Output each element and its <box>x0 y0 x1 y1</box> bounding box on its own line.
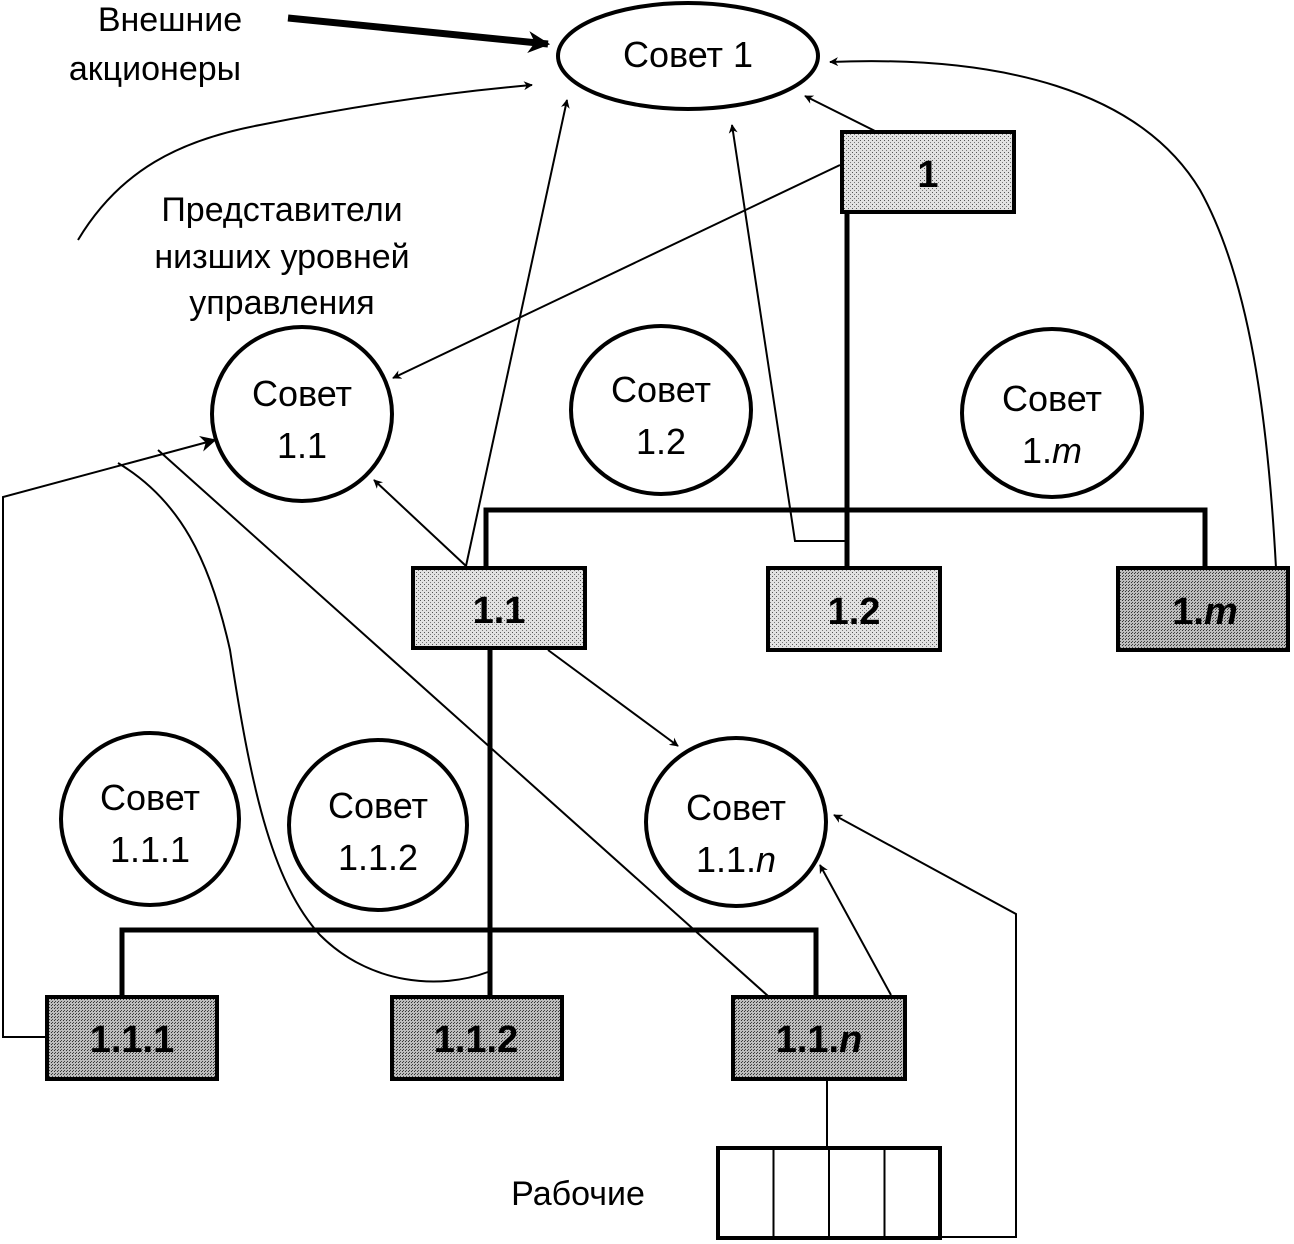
unit-1-1[interactable]: 1.1 <box>411 566 587 650</box>
label-line: Внешние <box>98 1 242 39</box>
line-u11n-to-council11 <box>157 449 769 997</box>
council-1-2[interactable]: Совет 1.2 <box>569 324 753 496</box>
council-number: 1.1.2 <box>338 837 418 878</box>
arrow-u11-to-council11 <box>373 479 467 567</box>
arrow-u1-to-council11 <box>392 164 841 379</box>
bus-level-1 <box>483 507 1208 569</box>
unit-1-1-1[interactable]: 1.1.1 <box>45 995 219 1081</box>
label-external-shareholders: Внешние акционеры <box>69 1 242 88</box>
label-line: акционеры <box>69 50 241 88</box>
label-lower-level-reps: Представители низших уровней управления <box>154 191 409 322</box>
unit-1-1-2[interactable]: 1.1.2 <box>390 995 564 1081</box>
unit-label: 1.2 <box>828 591 881 633</box>
council-number: 1.1.1 <box>110 829 190 870</box>
arrow-u11-to-council1 <box>465 99 570 567</box>
arrow-shareholders-to-council1 <box>287 14 551 53</box>
arrow-u1-to-council1 <box>804 95 876 132</box>
unit-label: 1.1.n <box>776 1019 863 1061</box>
council-label: Совет <box>328 785 428 826</box>
council-label: Совет <box>1002 378 1102 419</box>
label-line: Представители <box>161 191 402 229</box>
unit-label: 1.1.2 <box>434 1019 519 1061</box>
council-label: Совет <box>100 777 200 818</box>
arrow-u11-to-council11n <box>547 649 679 747</box>
unit-label: 1.1 <box>473 590 526 632</box>
council-label: Совет <box>252 373 352 414</box>
hierarchy-lines <box>119 212 1208 999</box>
unit-label: 1.m <box>1172 591 1238 633</box>
council-1[interactable]: Совет 1 <box>556 1 820 111</box>
unit-1[interactable]: 1 <box>840 130 1016 214</box>
council-1-1-1[interactable]: Совет 1.1.1 <box>59 731 241 907</box>
council-1-1[interactable]: Совет 1.1 <box>210 325 394 503</box>
label-line: низших уровней <box>154 238 409 276</box>
label-line: управления <box>189 284 374 322</box>
unit-1-m[interactable]: 1.m <box>1116 566 1290 652</box>
workers-box[interactable] <box>716 1146 942 1240</box>
arrow-u11n-to-council11n <box>819 864 892 996</box>
label-workers: Рабочие <box>511 1175 645 1213</box>
unit-1-2[interactable]: 1.2 <box>766 566 942 652</box>
council-1-m[interactable]: Совет 1.m <box>960 327 1144 499</box>
council-label: Совет 1 <box>623 34 753 75</box>
arrow-u12-to-council1 <box>728 124 847 542</box>
influence-arrows <box>2 14 1277 1238</box>
line-u112-to-council11 <box>117 462 489 983</box>
council-number: 1.2 <box>636 421 686 462</box>
unit-label: 1.1.1 <box>90 1019 175 1061</box>
unit-1-1-n[interactable]: 1.1.n <box>731 995 907 1081</box>
arrow-workers-to-council11n <box>833 814 1017 1238</box>
council-label: Совет <box>611 369 711 410</box>
council-1-1-2[interactable]: Совет 1.1.2 <box>287 738 469 912</box>
council-1-1-n[interactable]: Совет 1.1.n <box>644 736 828 908</box>
council-number: 1.m <box>1022 430 1082 471</box>
council-label: Совет <box>686 787 786 828</box>
arrow-u111-to-council11 <box>2 436 217 1038</box>
council-number: 1.1 <box>277 425 327 466</box>
council-number: 1.1.n <box>696 839 776 880</box>
unit-label: 1 <box>917 154 938 196</box>
arrow-u1m-to-council1 <box>829 57 1277 569</box>
arrow-reps-to-council1 <box>77 81 533 241</box>
bus-level-11 <box>119 927 819 999</box>
